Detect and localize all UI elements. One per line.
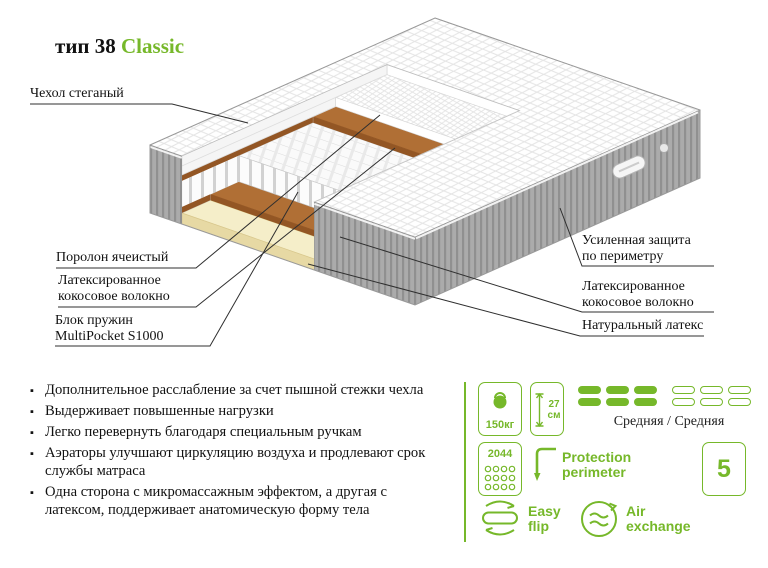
label-coconut-left: Латексированное кокосовое волокно: [58, 273, 170, 304]
callout-lines: [30, 103, 714, 347]
label-perimeter: Усиленная защита по периметру: [582, 233, 691, 264]
handle-icon: [612, 155, 646, 179]
label-cover: Чехол стеганый: [30, 86, 124, 101]
max-load-value: 150кг: [485, 419, 515, 431]
feature-item: Дополнительное расслабление за счет пышн…: [30, 381, 444, 400]
feature-item: Аэраторы улучшают циркуляцию воздуха и п…: [30, 444, 444, 480]
wall-layer-seams: [181, 74, 388, 176]
spring-count-box: 2044: [478, 442, 522, 496]
wall-spring-band: [181, 155, 239, 207]
protection-perimeter-label: Protection perimeter: [562, 449, 632, 480]
mattress-diagram: [30, 17, 714, 347]
easy-flip-label: Easy flip: [528, 503, 561, 534]
cover-inner-edge: [314, 110, 520, 203]
coconut-upper-edge: [312, 116, 446, 169]
mattress-outline: [149, 17, 701, 306]
max-load-box: 150кг: [478, 382, 522, 436]
label-springs: Блок пружин MultiPocket S1000: [55, 313, 164, 344]
spring-count-value: 2044: [487, 448, 513, 460]
feature-list: Дополнительное расслабление за счет пышн…: [30, 381, 444, 522]
feature-item: Выдерживает повышенные нагрузки: [30, 402, 444, 421]
firmness-bars: [578, 398, 756, 406]
wall-coconut-lower-band: [181, 194, 211, 213]
label-latex: Натуральный латекс: [582, 318, 704, 333]
height-box: 27 см: [530, 382, 564, 436]
ruler-icon: [535, 392, 544, 428]
perimeter-corner-icon: [534, 447, 556, 481]
firmness-bars: [578, 386, 756, 394]
firmness-label: Средняя / Средняя: [613, 414, 725, 429]
height-value-group: 27 см: [548, 399, 561, 421]
feature-item: Легко перевернуть благодаря специальным …: [30, 423, 444, 442]
page-title: тип 38 Classic: [55, 34, 184, 59]
height-unit: см: [547, 410, 561, 421]
title-prefix: тип 38: [55, 34, 122, 58]
air-exchange-label: Air exchange: [626, 503, 691, 534]
kettlebell-icon: [493, 392, 507, 409]
five-value: 5: [717, 455, 731, 483]
label-foam: Поролон ячеистый: [56, 250, 169, 265]
air-circulation-icon: [581, 501, 618, 537]
panel-divider: [464, 382, 466, 542]
flip-mattress-icon: [482, 500, 518, 536]
title-model-name: Classic: [121, 34, 185, 58]
label-coconut-right: Латексированное кокосовое волокно: [582, 279, 694, 310]
spring-coils-icon: [484, 465, 516, 491]
five-badge: 5: [702, 442, 746, 496]
height-value: 27: [548, 399, 560, 410]
feature-item: Одна сторона с микромассажным эффектом, …: [30, 483, 444, 519]
coconut-lower-edge: [210, 194, 343, 247]
aerator-icon: [659, 143, 669, 153]
wall-coconut-upper-band: [181, 116, 313, 181]
band-piping: [149, 111, 699, 240]
